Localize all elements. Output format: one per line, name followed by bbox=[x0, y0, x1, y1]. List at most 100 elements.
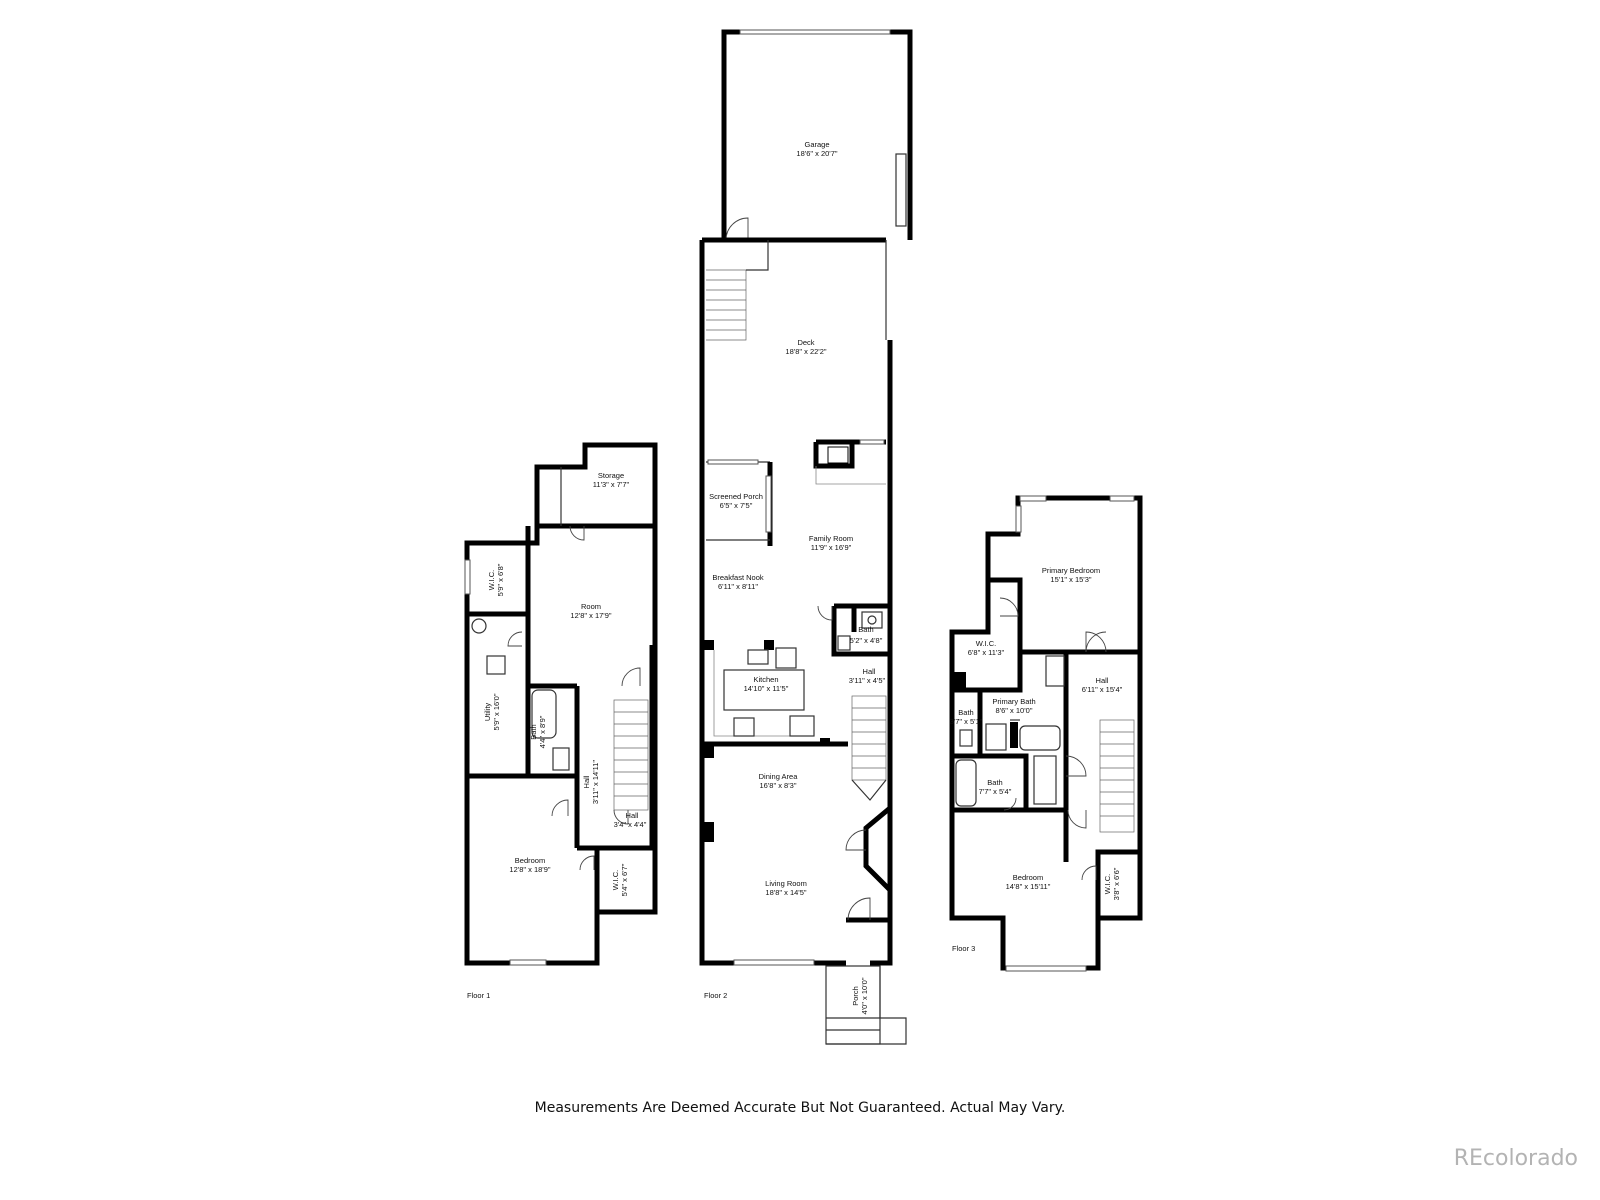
kitchen-island bbox=[723, 669, 805, 711]
window bbox=[1005, 965, 1087, 972]
room-name: Bath bbox=[858, 625, 873, 634]
room-dimensions: 3'4" x 4'4" bbox=[614, 820, 647, 829]
column bbox=[704, 640, 714, 650]
window bbox=[1015, 505, 1022, 533]
room-dimensions: 11'3" x 7'7" bbox=[593, 480, 630, 489]
floor-3-stairs bbox=[1099, 719, 1135, 833]
room-dimensions: 18'8" x 22'2" bbox=[785, 347, 826, 356]
bathtub bbox=[1019, 725, 1061, 751]
fireplace-icon bbox=[827, 446, 849, 464]
vanity bbox=[1033, 755, 1057, 805]
room-labels: Storage 11'3" x 7'7" Room 12'8" x 17'9" … bbox=[467, 140, 1123, 1014]
room-name: Primary Bedroom bbox=[1042, 566, 1100, 575]
window bbox=[707, 459, 759, 465]
room-dimensions: 18'6" x 20'7" bbox=[796, 149, 837, 158]
stove bbox=[733, 717, 755, 737]
door-swing bbox=[579, 855, 595, 871]
room-dimensions: 4'4" x 8'9" bbox=[538, 715, 547, 748]
room-name: Utility bbox=[483, 703, 492, 722]
bathtub bbox=[955, 759, 977, 807]
column bbox=[764, 640, 774, 650]
sink bbox=[1045, 655, 1065, 687]
door-swing bbox=[1067, 809, 1087, 829]
room-name: Hall bbox=[1096, 676, 1109, 685]
window bbox=[1109, 495, 1135, 502]
room-name: W.I.C. bbox=[1103, 874, 1112, 894]
floor-1-outer-wall bbox=[464, 442, 658, 966]
door-swing bbox=[507, 631, 523, 647]
column bbox=[704, 744, 714, 758]
entry-wall bbox=[863, 806, 892, 892]
garage-shelf bbox=[895, 153, 907, 227]
room-name: Garage bbox=[804, 140, 829, 149]
room-dimensions: 5'2" x 4'8" bbox=[850, 636, 883, 645]
sink-basin bbox=[867, 615, 877, 625]
room-name: Bedroom bbox=[515, 856, 545, 865]
floor-3-interior-wall bbox=[952, 753, 1029, 810]
room-name: W.I.C. bbox=[976, 639, 996, 648]
floor-2-outer-wall bbox=[699, 237, 893, 966]
room-name: Room bbox=[581, 602, 601, 611]
fireplace-box bbox=[813, 442, 855, 469]
door-swing bbox=[1003, 797, 1017, 811]
room-dimensions: 4'0" x 10'0" bbox=[860, 977, 869, 1014]
room-dimensions: 6'11" x 15'4" bbox=[1082, 685, 1123, 694]
door-swing bbox=[817, 605, 833, 621]
porch-steps bbox=[826, 1017, 907, 1045]
deck-stairs bbox=[706, 240, 769, 341]
room-name: Deck bbox=[797, 338, 814, 347]
door-swing bbox=[845, 829, 867, 851]
door-swing bbox=[1065, 755, 1087, 777]
room-dimensions: 3'7" x 5'1" bbox=[950, 717, 983, 726]
bathtub bbox=[531, 689, 557, 739]
room-dimensions: 6'5" x 7'5" bbox=[720, 501, 753, 510]
room-name: Breakfast Nook bbox=[712, 573, 764, 582]
room-name: Hall bbox=[626, 811, 639, 820]
shower bbox=[985, 723, 1007, 751]
window bbox=[859, 439, 885, 445]
room-dimensions: 6'11" x 8'11" bbox=[718, 582, 758, 591]
floor-2-stairs bbox=[851, 695, 887, 801]
floor-3-interior-wall bbox=[952, 577, 1023, 693]
room-dimensions: 7'7" x 5'4" bbox=[979, 787, 1012, 796]
room-dimensions: 14'10" x 11'5" bbox=[744, 684, 789, 693]
room-name: Porch bbox=[851, 986, 860, 1006]
floor-3-outer-wall bbox=[949, 495, 1143, 971]
floor-label: Floor 1 bbox=[467, 991, 490, 1000]
counter-outline bbox=[713, 650, 814, 737]
room-dimensions: 12'8" x 17'9" bbox=[570, 611, 611, 620]
door-swing bbox=[725, 217, 749, 241]
kitchen-sink bbox=[747, 649, 769, 665]
floor-3-plan bbox=[949, 495, 1143, 972]
room-name: Bath bbox=[958, 708, 973, 717]
room-name: Dining Area bbox=[759, 772, 799, 781]
disclaimer-text: Measurements Are Deemed Accurate But Not… bbox=[534, 1100, 1066, 1116]
room-name: Hall bbox=[582, 775, 591, 788]
floor-label: Floor 2 bbox=[704, 991, 727, 1000]
room-name: Screened Porch bbox=[709, 492, 763, 501]
room-dimensions: 6'8" x 11'3" bbox=[968, 648, 1005, 657]
room-name: Primary Bath bbox=[992, 697, 1035, 706]
room-name: Storage bbox=[598, 471, 624, 480]
garage-wall bbox=[721, 29, 913, 240]
floor-1-stairs bbox=[613, 699, 649, 811]
room-dimensions: 12'8" x 18'9" bbox=[509, 865, 550, 874]
door-swing bbox=[621, 667, 641, 687]
door-swing bbox=[999, 597, 1019, 617]
floor-2-bath-wall bbox=[831, 603, 890, 657]
window bbox=[733, 959, 815, 966]
room-dimensions: 5'4" x 6'7" bbox=[620, 863, 629, 896]
fridge bbox=[775, 647, 797, 669]
room-name: Bedroom bbox=[1013, 873, 1043, 882]
utility-circle-icon bbox=[471, 618, 487, 634]
room-dimensions: 5'9" x 16'0" bbox=[492, 693, 501, 730]
room-dimensions: 15'1" x 15'3" bbox=[1050, 575, 1091, 584]
water-heater bbox=[486, 655, 506, 675]
window bbox=[509, 959, 547, 966]
room-name: W.I.C. bbox=[611, 870, 620, 890]
floor-3-interior-wall bbox=[1095, 849, 1140, 918]
counter bbox=[789, 715, 815, 737]
room-name: Kitchen bbox=[753, 675, 778, 684]
room-name: Family Room bbox=[809, 534, 853, 543]
